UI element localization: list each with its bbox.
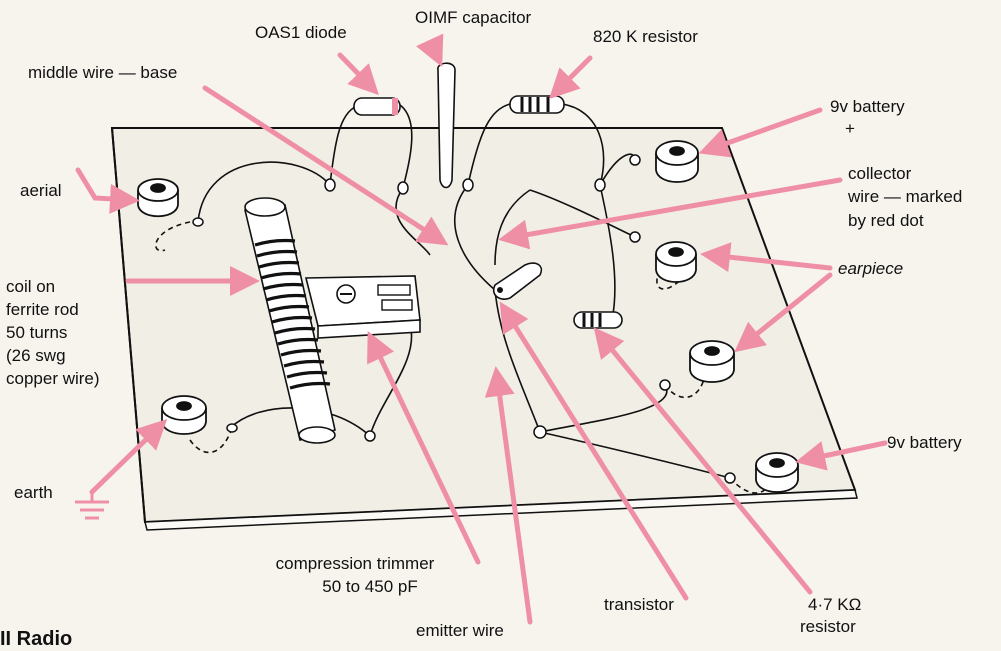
- resistor-4k7-label-line2: resistor: [800, 617, 856, 636]
- oas1-diode-label: OAS1 diode: [255, 23, 347, 42]
- ferrite-rod-coil: [244, 197, 336, 444]
- coil-label-line3: 50 turns: [6, 323, 68, 342]
- oas1-diode: [353, 97, 401, 116]
- emitter-wire-label: emitter wire: [416, 621, 504, 640]
- trimmer-label-line1: compression trimmer: [275, 554, 435, 573]
- page-heading-fragment: II Radio: [0, 628, 73, 650]
- battery-plus-terminal: [655, 140, 699, 183]
- circuit-board: [110, 127, 858, 531]
- trimmer-label-line2: 50 to 450 pF: [322, 577, 418, 596]
- resistor-4k7-label-line1: 4·7 KΩ: [808, 595, 862, 614]
- earth-label: earth: [14, 483, 53, 502]
- battery-plus-sign: +: [845, 119, 855, 138]
- aerial-terminal: [137, 178, 179, 218]
- collector-label-line3: by red dot: [848, 211, 924, 230]
- coil-label-line4: (26 swg: [6, 346, 66, 365]
- capacitor-label: OIMF capacitor: [415, 8, 532, 27]
- aerial-label: aerial: [20, 181, 62, 200]
- compression-trimmer: [304, 275, 421, 339]
- resistor-4k7: [573, 311, 623, 329]
- battery-minus-terminal: [755, 452, 799, 493]
- solder-points: [192, 154, 736, 484]
- battery-plus-label: 9v battery: [830, 97, 905, 116]
- coil-label-line1: coil on: [6, 277, 56, 296]
- transistor-label: transistor: [604, 595, 674, 614]
- oimf-capacitor: [437, 62, 456, 189]
- earpiece-label: earpiece: [838, 259, 904, 278]
- earth-ground-symbol: [75, 492, 109, 520]
- collector-label-line1: collector: [848, 164, 912, 183]
- middle-wire-label: middle wire — base: [28, 63, 178, 82]
- coil-label-line2: ferrite rod: [6, 300, 79, 319]
- collector-label-line2: wire — marked: [848, 187, 963, 206]
- earth-terminal: [161, 395, 207, 435]
- resistor-820k-label: 820 K resistor: [593, 27, 698, 46]
- earpiece-terminal-1: [655, 241, 697, 283]
- callout-arrows: [75, 33, 888, 625]
- transistor: [492, 262, 543, 300]
- resistor-820k: [509, 95, 565, 114]
- coil-label-line5: copper wire): [6, 369, 100, 388]
- earpiece-terminal-2: [689, 340, 735, 383]
- battery-minus-label: 9v battery: [887, 433, 962, 452]
